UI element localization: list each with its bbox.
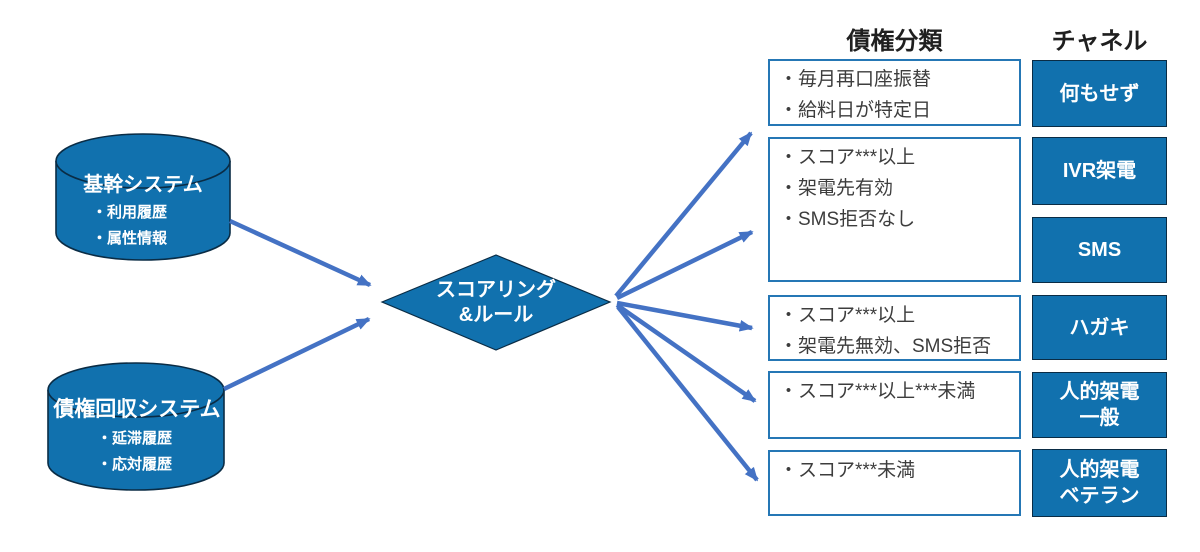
- core-system-title: 基幹システム: [83, 174, 203, 196]
- classification-line: ・スコア***未満: [779, 460, 916, 481]
- arrow-scoring-to-class-3: [616, 300, 754, 332]
- core-system-item: ・利用履歴: [92, 204, 168, 221]
- channel-label: SMS: [1077, 239, 1122, 261]
- channel-box-postcard: ハガキ: [1032, 295, 1167, 360]
- channel-box-human-call-general: 人的架電 一般: [1032, 372, 1167, 438]
- core-system-item: ・属性情報: [92, 230, 168, 247]
- channel-header: チャネル: [1051, 28, 1148, 55]
- classification-box-4: ・スコア***以上***未満: [768, 371, 1021, 439]
- channel-box-sms: SMS: [1032, 217, 1167, 283]
- collection-system-item: ・応対履歴: [97, 456, 173, 473]
- scoring-label-line1: スコアリング: [436, 279, 556, 301]
- channel-label: 人的架電: [1059, 381, 1140, 403]
- collection-system-title: 債権回収システム: [53, 398, 221, 421]
- channel-label: ハガキ: [1069, 316, 1130, 339]
- channel-box-do-nothing: 何もせず: [1032, 60, 1167, 127]
- classification-line: ・スコア***以上***未満: [779, 381, 976, 402]
- classification-line: ・給料日が特定日: [779, 100, 932, 121]
- classification-line: ・スコア***以上: [779, 305, 916, 326]
- arrow-scoring-to-class-4: [615, 303, 757, 403]
- scoring-label: スコアリング &ルール: [406, 278, 586, 328]
- database-cylinder-collection-system: [47, 362, 225, 491]
- database-cylinder-core-system: [55, 133, 231, 261]
- arrow-scoring-to-class-1: [614, 131, 753, 298]
- scoring-label-line2: &ルール: [458, 304, 534, 326]
- arrow-scoring-to-class-5: [616, 305, 759, 482]
- arrow-core-to-scoring: [229, 218, 372, 288]
- classification-header: 債権分類: [846, 28, 943, 55]
- classification-box-3: ・スコア***以上 ・架電先無効、SMS拒否: [768, 295, 1021, 361]
- channel-label: ベテラン: [1059, 485, 1140, 507]
- classification-box-1: ・毎月再口座振替 ・給料日が特定日: [768, 59, 1021, 126]
- arrow-scoring-to-class-2: [616, 229, 754, 301]
- classification-line: ・SMS拒否なし: [779, 209, 916, 230]
- classification-line: ・スコア***以上: [779, 147, 916, 168]
- scoring-diamond: [380, 254, 612, 351]
- channel-box-ivr-call: IVR架電: [1032, 137, 1167, 205]
- channel-label: IVR架電: [1062, 160, 1137, 182]
- classification-box-5: ・スコア***未満: [768, 450, 1021, 516]
- classification-box-2: ・スコア***以上 ・架電先有効 ・SMS拒否なし: [768, 137, 1021, 282]
- channel-label: 一般: [1079, 407, 1120, 429]
- channel-box-human-call-veteran: 人的架電 ベテラン: [1032, 449, 1167, 517]
- collection-system-item: ・延滞履歴: [97, 430, 173, 447]
- arrow-collection-to-scoring: [223, 316, 371, 392]
- classification-line: ・毎月再口座振替: [779, 69, 932, 90]
- channel-label: 何もせず: [1059, 82, 1140, 105]
- classification-line: ・架電先無効、SMS拒否: [779, 336, 992, 357]
- channel-label: 人的架電: [1059, 459, 1140, 481]
- classification-line: ・架電先有効: [779, 178, 894, 199]
